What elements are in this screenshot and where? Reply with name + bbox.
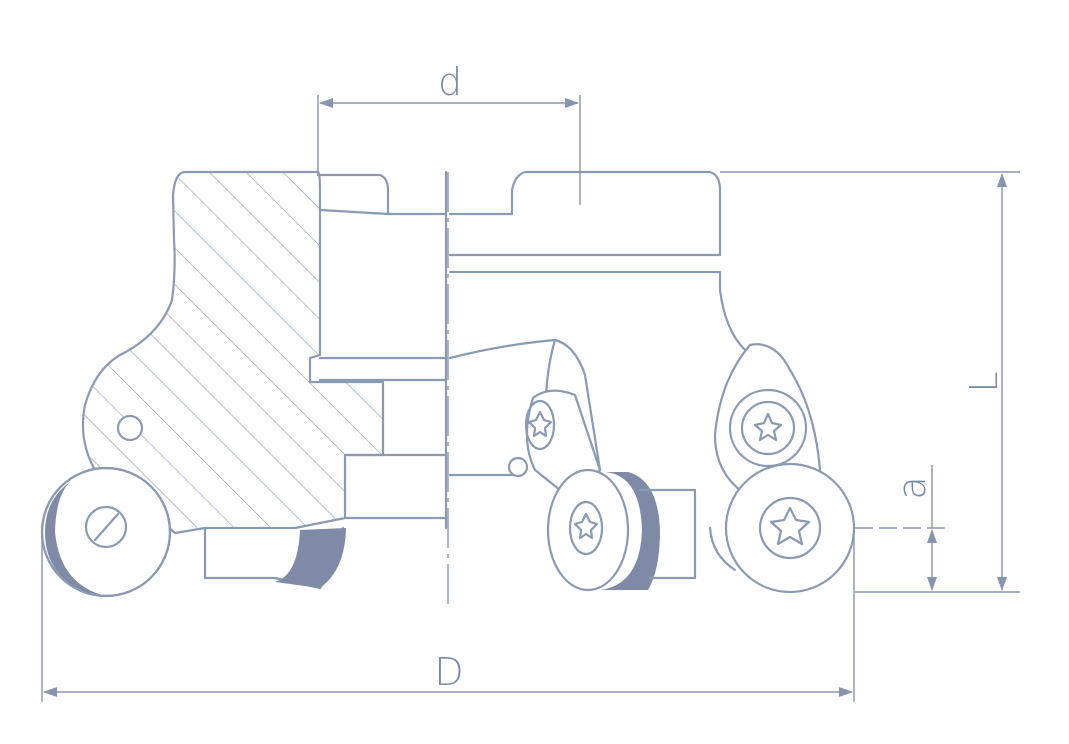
torx-screw-icon — [524, 399, 556, 451]
torx-screw-icon — [568, 500, 604, 556]
round-insert-icon — [724, 462, 856, 594]
round-insert-icon — [40, 466, 172, 598]
dimension-L-label: L — [962, 371, 1006, 392]
lower-insert-shadow — [275, 528, 346, 588]
section-body — [81, 170, 385, 535]
pin-hole-icon — [116, 414, 144, 442]
dimension-D-label: D — [434, 650, 463, 694]
dimension-d-label: d — [438, 60, 462, 104]
dimension-a-label: a — [890, 476, 934, 499]
insert-shadow — [598, 471, 660, 590]
torx-screw-icon — [753, 412, 783, 442]
